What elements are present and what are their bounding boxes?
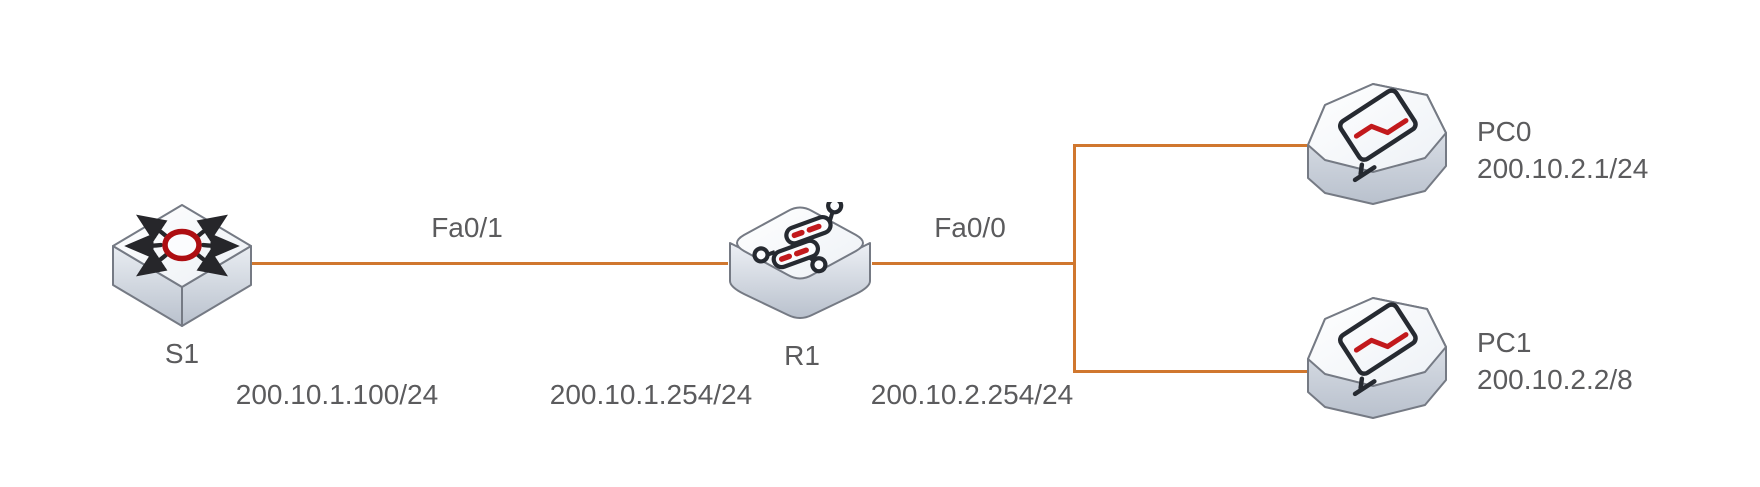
device-label-pc0: PC0 bbox=[1477, 116, 1532, 147]
device-label-pc1: PC1 bbox=[1477, 327, 1532, 358]
ip-label-pc1: 200.10.2.2/8 bbox=[1477, 364, 1633, 395]
router-icon[interactable] bbox=[728, 202, 872, 321]
ip-label-r1-fa0-0: 200.10.2.254/24 bbox=[870, 379, 1074, 410]
switch-icon[interactable] bbox=[112, 204, 252, 328]
link-junction-pc1[interactable] bbox=[1073, 370, 1307, 373]
pc0-icon[interactable] bbox=[1307, 83, 1447, 205]
device-label-r1: R1 bbox=[784, 340, 820, 371]
link-junction-vertical[interactable] bbox=[1073, 144, 1076, 373]
port-label-fa0-1: Fa0/1 bbox=[431, 212, 503, 243]
link-junction-pc0[interactable] bbox=[1073, 144, 1307, 147]
device-label-s1: S1 bbox=[164, 338, 200, 369]
port-label-fa0-0: Fa0/0 bbox=[934, 212, 1006, 243]
pc1-icon[interactable] bbox=[1307, 297, 1447, 419]
link-r1-junction[interactable] bbox=[872, 262, 1076, 265]
link-s1-r1[interactable] bbox=[252, 262, 728, 265]
ip-label-s1: 200.10.1.100/24 bbox=[235, 379, 439, 410]
ip-label-pc0: 200.10.2.1/24 bbox=[1477, 153, 1649, 184]
ip-label-r1-fa0-1: 200.10.1.254/24 bbox=[549, 379, 753, 410]
